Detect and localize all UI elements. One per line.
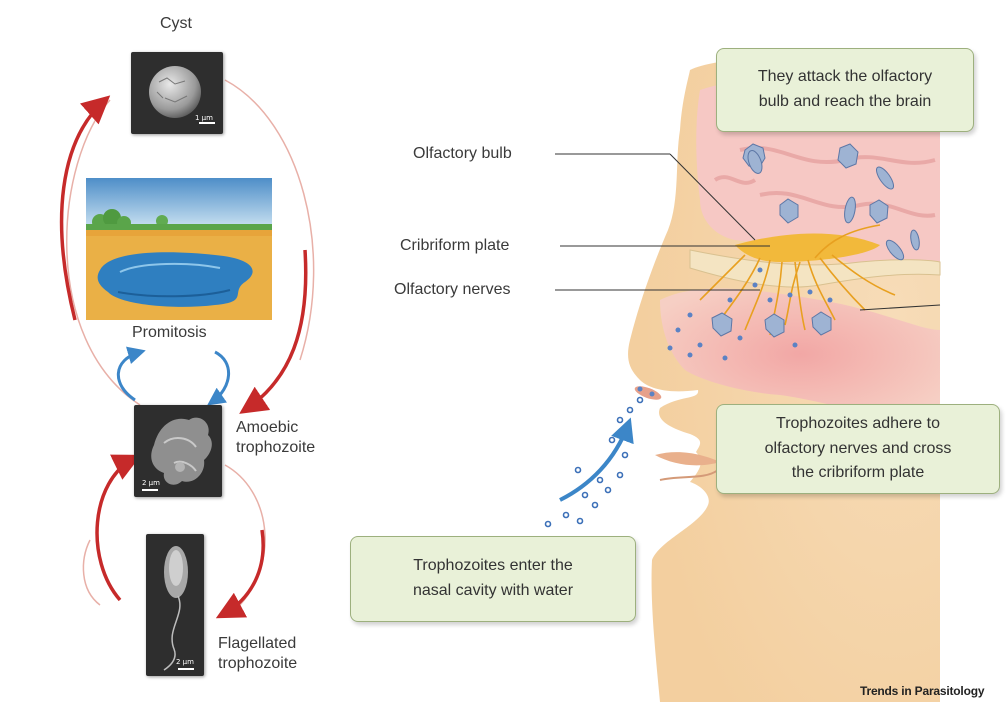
callout-adhere: Trophozoites adhere to olfactory nerves …: [716, 404, 1000, 494]
callout-adhere-line-3: the cribriform plate: [792, 461, 925, 486]
cycle-arc-faint-lower: [225, 465, 265, 605]
journal-credit: Trends in Parasitology: [860, 684, 984, 698]
scale-bar: [178, 668, 194, 670]
amoebic-label-line-1: Amoebic: [236, 418, 315, 438]
promitosis-label: Promitosis: [132, 323, 207, 343]
callout-enter: Trophozoites enter the nasal cavity with…: [350, 536, 636, 622]
freshwater-habitat-illustration: [86, 178, 272, 320]
callout-brain-line-1: They attack the olfactory: [758, 65, 932, 90]
promitosis-arrow-up: [118, 352, 140, 400]
callout-brain-line-2: bulb and reach the brain: [759, 90, 932, 115]
promitosis-arrow-down: [212, 352, 229, 402]
flagellated-micrograph: 2 µm: [146, 534, 204, 676]
scale-label-flagellated: 2 µm: [176, 658, 194, 666]
scale-label-cyst: 1 µm: [195, 114, 213, 122]
scale-bar: [199, 122, 215, 124]
cyst-micrograph: 1 µm: [131, 52, 223, 134]
scale-label-amoebic: 2 µm: [142, 479, 160, 487]
flagellated-micrograph-image: [146, 534, 204, 676]
amoebic-micrograph: 2 µm: [134, 405, 222, 497]
callout-enter-line-2: nasal cavity with water: [413, 579, 573, 604]
head-cross-section: [628, 55, 940, 702]
scale-bar: [142, 489, 158, 491]
callout-adhere-line-1: Trophozoites adhere to: [776, 412, 940, 437]
callout-enter-line-1: Trophozoites enter the: [413, 554, 573, 579]
flagellated-label-line-1: Flagellated: [218, 634, 297, 654]
callout-adhere-line-2: olfactory nerves and cross: [765, 437, 952, 462]
amoebic-label-line-2: trophozoite: [236, 438, 315, 458]
flagellated-trophozoite-label: Flagellated trophozoite: [218, 634, 297, 674]
arrow-flagellated-to-amoebic: [97, 458, 135, 600]
callout-brain: They attack the olfactory bulb and reach…: [716, 48, 974, 132]
water-entry-arrow: [560, 425, 628, 500]
amoebic-trophozoite-label: Amoebic trophozoite: [236, 418, 315, 458]
olfactory-bulb-label: Olfactory bulb: [413, 144, 512, 164]
olfactory-nerves-label: Olfactory nerves: [394, 280, 510, 300]
flagellated-label-line-2: trophozoite: [218, 654, 297, 674]
cribriform-plate-label: Cribriform plate: [400, 236, 509, 256]
water-droplets: [546, 398, 643, 527]
cyst-label: Cyst: [160, 14, 192, 34]
